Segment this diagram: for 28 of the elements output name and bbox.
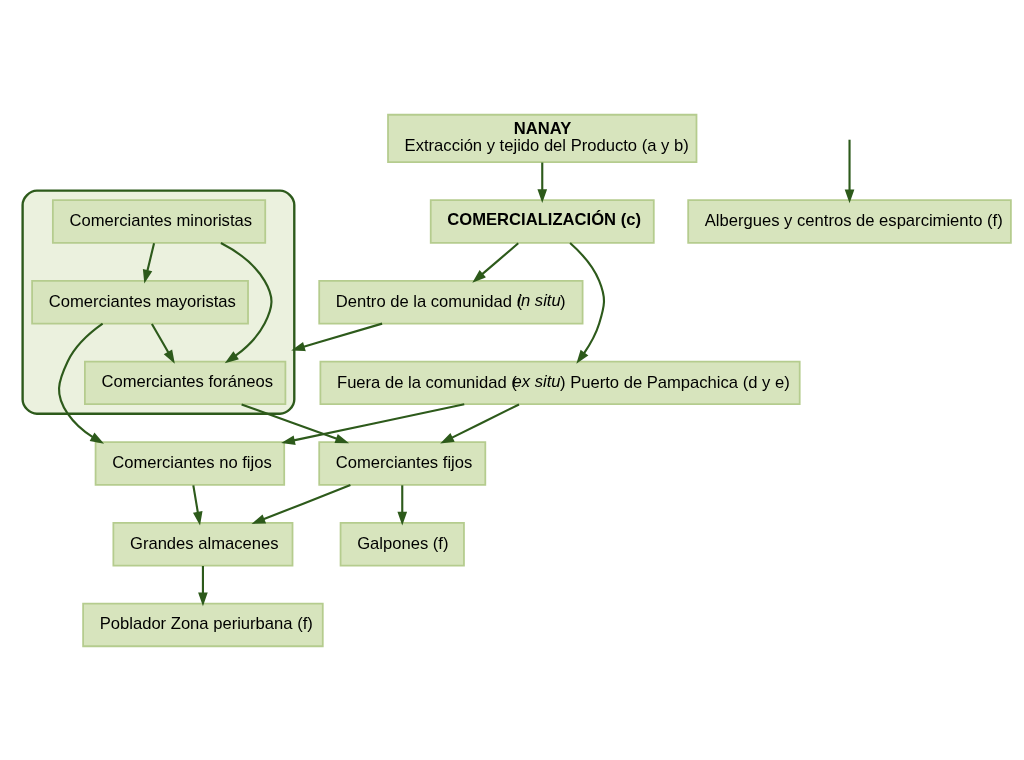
arrow (537, 162, 548, 203)
arrow (397, 484, 408, 526)
arrow (844, 139, 855, 203)
arrow (281, 402, 465, 445)
arrow (142, 242, 156, 283)
arrow (198, 565, 208, 606)
node-box: Galpones (f) (339, 521, 465, 566)
cluster (21, 189, 296, 415)
arrow (440, 402, 520, 444)
arrow (569, 241, 606, 364)
arrow (291, 322, 383, 351)
node-box: Comerciantes mayoristas (31, 279, 249, 324)
node-box: Albergues y centros de esparcimiento (f) (687, 198, 1012, 244)
arrow (241, 402, 350, 443)
arrow (251, 483, 351, 524)
node-box: Comerciantes no fijos (94, 440, 286, 486)
arrow (472, 241, 519, 283)
node-box: NANAY Extracción y tejido del Producto (a y b) (387, 113, 698, 163)
arrow (150, 322, 175, 364)
node-box: Comerciantes fijos (318, 440, 487, 486)
node-box: Grandes almacenes (112, 521, 294, 566)
node-box: Comerciantes minoristas (51, 198, 267, 244)
arrow (58, 322, 105, 444)
node-box: Comerciantes foráneos (84, 360, 287, 405)
node-box: Poblador Zona periurbana (f) (82, 602, 324, 647)
node-box: COMERCIALIZACIÓN (c) (429, 198, 655, 244)
arrow (192, 484, 203, 526)
arrow (220, 241, 273, 363)
